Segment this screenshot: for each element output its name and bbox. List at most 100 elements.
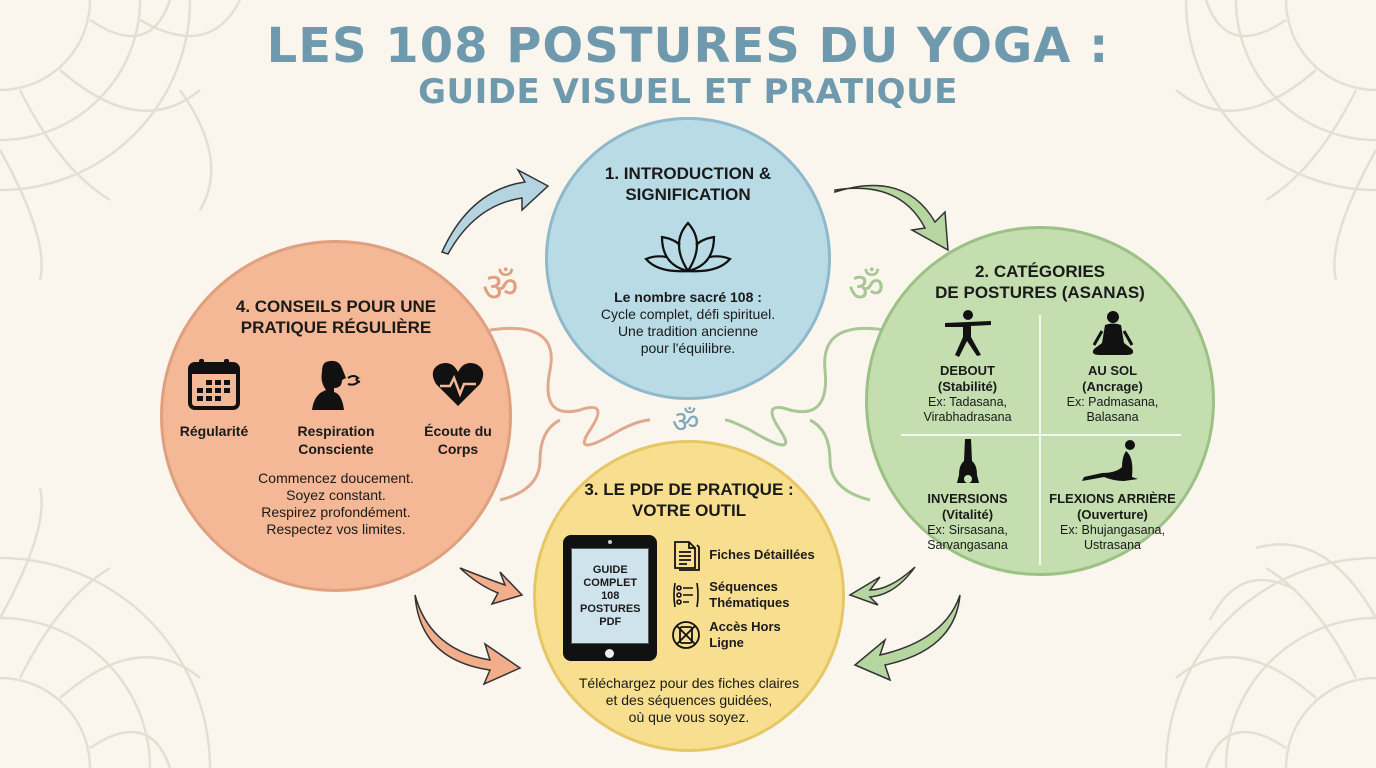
- breathing-icon: [312, 360, 361, 410]
- body-line: Soyez constant.: [286, 487, 386, 503]
- heartbeat-icon: [432, 363, 484, 406]
- category-name: AU SOL: [1087, 363, 1138, 378]
- tablet-text-line: PDF: [599, 615, 622, 628]
- arrow-green-to-yellow-1: [848, 566, 916, 606]
- section-introduction: 1. INTRODUCTION & SIGNIFICATION Le nombr…: [545, 117, 831, 400]
- headstand-pose-icon: [956, 439, 979, 483]
- tablet-home-button: [605, 649, 615, 658]
- category-au-sol: AU SOL (Ancrage) Ex: Padmasana, Balasana: [1040, 309, 1185, 425]
- om-symbol-blue-icon: ॐ: [672, 405, 700, 440]
- tip-label: Respiration Consciente: [297, 422, 374, 458]
- label-line: Ligne: [709, 635, 744, 650]
- tips-icons-row: Régularité Respiration Consciente Écoute…: [164, 356, 508, 458]
- category-name: FLEXIONS ARRIÈRE: [1049, 491, 1176, 506]
- page-title: LES 108 POSTURES DU YOGA :: [266, 18, 1110, 74]
- heading-line: 3. LE PDF DE PRATIQUE :: [584, 480, 794, 499]
- category-example: Ex: Sirsasana,: [927, 523, 1008, 537]
- section-pdf: 3. LE PDF DE PRATIQUE : VOTRE OUTIL GUID…: [533, 440, 845, 752]
- arrow-orange-to-yellow-2: [414, 594, 522, 686]
- tablet-text-line: COMPLET: [583, 576, 638, 589]
- heading-line: 1. INTRODUCTION &: [604, 164, 772, 183]
- om-symbol-orange-icon: ॐ: [482, 265, 519, 311]
- mandala-bottom-left-icon: [0, 487, 212, 768]
- category-benefit: (Vitalité): [941, 507, 994, 522]
- document-icon: [674, 541, 701, 571]
- arrow-orange-to-yellow-1: [459, 567, 524, 606]
- offline-icon: [672, 621, 701, 649]
- body-line: Téléchargez pour des fiches claires: [578, 675, 800, 691]
- tip-ecoute: Écoute du Corps: [408, 356, 508, 458]
- feature-label: Séquences Thématiques: [709, 579, 789, 611]
- heading-line: VOTRE OUTIL: [631, 501, 747, 520]
- category-example: Ex: Bhujangasana,: [1060, 523, 1165, 537]
- category-benefit: (Ancrage): [1082, 379, 1143, 394]
- sequence-list-icon: [673, 582, 700, 608]
- label-line: Régularité: [179, 423, 249, 439]
- tablet-pdf-icon[interactable]: GUIDE COMPLET 108 POSTURES PDF: [563, 535, 658, 661]
- body-line: Cycle complet, défi spirituel.: [600, 306, 776, 322]
- section-introduction-body: Le nombre sacré 108 : Cycle complet, déf…: [601, 289, 775, 357]
- pdf-download-text: Téléchargez pour des fiches claires et d…: [579, 675, 799, 726]
- category-example: Ustrasana: [1084, 538, 1141, 552]
- feature-fiches: Fiches Détaillées: [671, 539, 815, 571]
- heading-line: 4. CONSEILS POUR UNE: [235, 297, 437, 316]
- feature-sequences: Séquences Thématiques: [671, 579, 815, 611]
- section-introduction-heading: 1. INTRODUCTION & SIGNIFICATION: [605, 163, 771, 205]
- label-line: Séquences: [709, 579, 778, 594]
- cobra-pose-icon: [1081, 440, 1138, 481]
- tip-respiration: Respiration Consciente: [286, 356, 386, 458]
- tablet-text-line: GUIDE: [592, 563, 628, 576]
- calendar-icon: [188, 359, 240, 410]
- section-categories-heading: 2. CATÉGORIES DE POSTURES (ASANAS): [935, 261, 1145, 303]
- category-debout: DEBOUT (Stabilité) Ex: Tadasana, Virabha…: [895, 309, 1040, 425]
- body-line: Une tradition ancienne: [617, 323, 759, 339]
- category-inversions: INVERSIONS (Vitalité) Ex: Sirsasana, Sar…: [895, 437, 1040, 553]
- feature-offline: Accès Hors Ligne: [671, 619, 815, 651]
- body-line: Commencez doucement.: [258, 470, 414, 486]
- heading-line: PRATIQUE RÉGULIÈRE: [240, 318, 432, 337]
- section-conseils-heading: 4. CONSEILS POUR UNE PRATIQUE RÉGULIÈRE: [236, 296, 436, 338]
- category-flexions-arriere: FLEXIONS ARRIÈRE (Ouverture) Ex: Bhujang…: [1040, 437, 1185, 553]
- grid-divider-horizontal: [901, 434, 1181, 436]
- section-conseils: 4. CONSEILS POUR UNE PRATIQUE RÉGULIÈRE …: [160, 240, 512, 592]
- category-name: DEBOUT: [940, 363, 995, 378]
- label-line: Respiration: [297, 423, 375, 439]
- om-symbol-green-icon: ॐ: [848, 265, 885, 311]
- label-line: Accès Hors: [709, 619, 781, 634]
- body-line: Respectez vos limites.: [266, 521, 406, 537]
- category-example: Balasana: [1086, 410, 1139, 424]
- category-example: Sarvangasana: [927, 538, 1008, 552]
- heading-line: SIGNIFICATION: [625, 185, 751, 204]
- page-subtitle: GUIDE VISUEL ET PRATIQUE: [418, 72, 958, 112]
- categories-grid: DEBOUT (Stabilité) Ex: Tadasana, Virabha…: [895, 309, 1185, 569]
- tablet-screen: GUIDE COMPLET 108 POSTURES PDF: [571, 548, 650, 644]
- arrow-green-to-yellow-2: [853, 594, 961, 682]
- body-line: et des séquences guidées,: [605, 692, 773, 708]
- category-benefit: (Stabilité): [937, 379, 998, 394]
- tips-text: Commencez doucement. Soyez constant. Res…: [258, 470, 414, 538]
- label-line: Consciente: [298, 441, 374, 457]
- body-line: Respirez profondément.: [261, 504, 411, 520]
- feature-label: Accès Hors Ligne: [709, 619, 781, 651]
- tip-label: Régularité: [180, 422, 248, 440]
- category-example: Ex: Padmasana,: [1066, 395, 1159, 409]
- category-name: INVERSIONS: [927, 491, 1008, 506]
- grid-divider-vertical: [1039, 315, 1041, 565]
- warrior-pose-icon: [944, 310, 991, 357]
- tablet-camera: [608, 540, 613, 544]
- category-benefit: (Ouverture): [1077, 507, 1148, 522]
- category-example: Virabhadrasana: [923, 410, 1012, 424]
- category-example: Ex: Tadasana,: [928, 395, 1007, 409]
- label-line: Corps: [437, 441, 479, 457]
- lead-text: Le nombre sacré 108 :: [614, 289, 762, 305]
- lotus-icon: [644, 221, 732, 274]
- pdf-content-row: GUIDE COMPLET 108 POSTURES PDF Fiches Dé…: [563, 535, 815, 661]
- pdf-features-list: Fiches Détaillées Séquences Thématiques: [671, 539, 815, 651]
- label-line: Fiches Détaillées: [709, 547, 815, 562]
- label-line: Écoute du: [424, 423, 492, 439]
- section-categories: 2. CATÉGORIES DE POSTURES (ASANAS) DEBOU…: [865, 226, 1215, 576]
- label-line: Thématiques: [709, 595, 790, 610]
- tablet-text-line: POSTURES: [579, 602, 641, 615]
- tip-regularite: Régularité: [164, 356, 264, 458]
- mandala-bottom-right-icon: [1164, 543, 1376, 768]
